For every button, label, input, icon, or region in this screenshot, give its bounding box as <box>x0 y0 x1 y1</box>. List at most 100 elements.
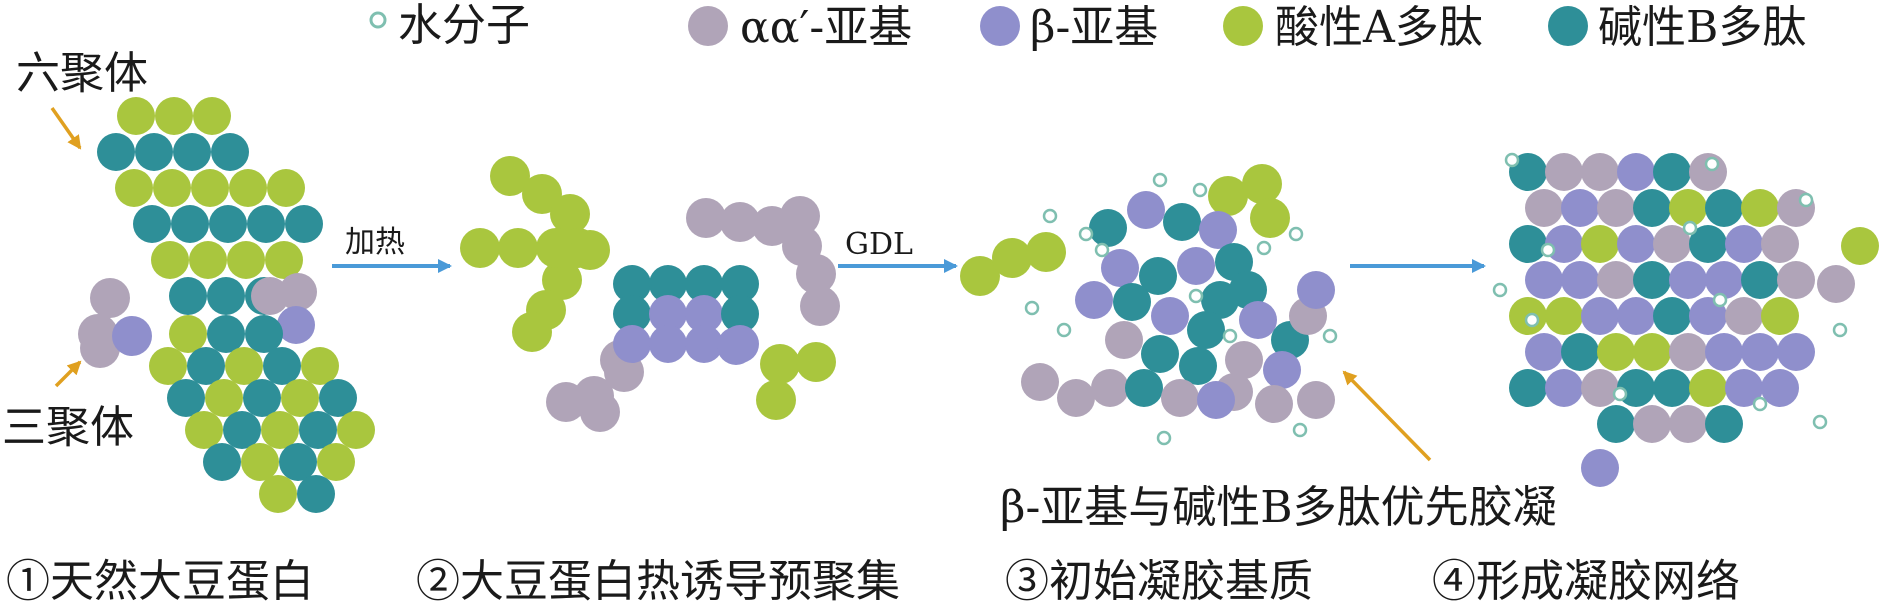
beta-subunit-particle <box>1777 333 1815 371</box>
acidic-polypeptide-particle <box>265 241 303 279</box>
water-molecule <box>1094 242 1110 258</box>
legend-beta-swatch <box>980 6 1020 46</box>
beta-subunit-particle <box>1581 297 1619 335</box>
basic-polypeptide-particle <box>1653 297 1691 335</box>
beta-subunit-particle <box>685 325 723 363</box>
basic-polypeptide-particle <box>97 133 135 171</box>
alpha-subunit-particle <box>780 196 820 236</box>
alpha-subunit-particle <box>90 278 130 318</box>
alpha-subunit-particle <box>1161 379 1199 417</box>
basic-polypeptide-particle <box>1689 225 1727 263</box>
acidic-polypeptide-particle <box>317 443 355 481</box>
basic-polypeptide-particle <box>649 265 687 303</box>
stage-4-caption: ④形成凝胶网络 <box>1432 556 1740 607</box>
beta-subunit-particle <box>1199 211 1237 249</box>
beta-subunit-particle <box>1545 225 1583 263</box>
trimer-label: 三聚体 <box>2 402 134 453</box>
heat-label: 加热 <box>345 225 405 260</box>
beta-subunit-particle <box>649 325 687 363</box>
alpha-subunit-particle <box>1255 385 1293 423</box>
water-molecule <box>1292 422 1308 438</box>
basic-polypeptide-particle <box>1113 283 1151 321</box>
water-molecule <box>1704 156 1720 172</box>
annotation-label: β-亚基与碱性B多肽优先胶凝 <box>1000 482 1557 533</box>
water-molecule <box>1524 312 1540 328</box>
basic-polypeptide-particle <box>187 347 225 385</box>
acidic-polypeptide-particle <box>149 347 187 385</box>
alpha-subunit-particle <box>1581 369 1619 407</box>
basic-polypeptide-particle <box>1089 209 1127 247</box>
basic-polypeptide-particle <box>1509 225 1547 263</box>
acidic-polypeptide-particle <box>522 174 562 214</box>
acidic-polypeptide-particle <box>227 241 265 279</box>
beta-subunit-particle <box>1617 297 1655 335</box>
acidic-polypeptide-particle <box>1208 176 1248 216</box>
basic-polypeptide-particle <box>209 205 247 243</box>
water-molecule <box>1288 226 1304 242</box>
alpha-subunit-particle <box>1597 189 1635 227</box>
basic-polypeptide-particle <box>1509 369 1547 407</box>
basic-polypeptide-particle <box>263 347 301 385</box>
beta-subunit-particle <box>1127 191 1165 229</box>
water-molecule <box>1752 396 1768 412</box>
alpha-subunit-particle <box>1653 225 1691 263</box>
acidic-polypeptide-particle <box>301 347 339 385</box>
hexamer-pointer-arrow <box>50 106 82 150</box>
acidic-polypeptide-particle <box>281 379 319 417</box>
alpha-subunit-particle <box>1633 405 1671 443</box>
legend-beta-label: β-亚基 <box>1030 2 1158 53</box>
alpha-subunit-particle <box>1597 261 1635 299</box>
beta-subunit-particle <box>1669 261 1707 299</box>
beta-subunit-particle <box>1101 249 1139 287</box>
alpha-subunit-particle <box>546 382 586 422</box>
legend-acidic-swatch <box>1223 6 1263 46</box>
stage-2-caption: ②大豆蛋白热诱导预聚集 <box>416 556 900 607</box>
legend-basic-swatch <box>1548 6 1588 46</box>
acidic-polypeptide-particle <box>205 379 243 417</box>
beta-subunit-particle <box>1725 369 1763 407</box>
basic-polypeptide-particle <box>135 133 173 171</box>
water-molecule <box>1612 386 1628 402</box>
alpha-subunit-particle <box>1581 153 1619 191</box>
acidic-polypeptide-particle <box>1841 227 1879 265</box>
alpha-subunit-particle <box>686 198 726 238</box>
acidic-polypeptide-particle <box>570 230 610 270</box>
alpha-subunit-particle <box>1777 261 1815 299</box>
acidic-polypeptide-particle <box>796 342 836 382</box>
acidic-polypeptide-particle <box>512 312 552 352</box>
alpha-subunit-particle <box>800 286 840 326</box>
alpha-subunit-particle <box>279 273 317 311</box>
acidic-polypeptide-particle <box>337 411 375 449</box>
acidic-polypeptide-particle <box>760 344 800 384</box>
beta-subunit-particle <box>1705 261 1743 299</box>
alpha-subunit-particle <box>1057 379 1095 417</box>
acidic-polypeptide-particle <box>460 228 500 268</box>
basic-polypeptide-particle <box>1201 281 1239 319</box>
basic-polypeptide-particle <box>613 265 651 303</box>
beta-subunit-particle <box>277 306 315 344</box>
alpha-subunit-particle <box>80 328 120 368</box>
beta-subunit-particle <box>1581 449 1619 487</box>
acidic-polypeptide-particle <box>241 443 279 481</box>
beta-subunit-particle <box>1725 225 1763 263</box>
water-molecule <box>1256 240 1272 256</box>
beta-subunit-particle <box>1525 333 1563 371</box>
basic-polypeptide-particle <box>211 133 249 171</box>
alpha-subunit-particle <box>1021 363 1059 401</box>
beta-subunit-particle <box>1239 301 1277 339</box>
alpha-subunit-particle <box>1725 297 1763 335</box>
basic-polypeptide-particle <box>1653 153 1691 191</box>
alpha-subunit-particle <box>1225 341 1263 379</box>
stage-1-caption: ①天然大豆蛋白 <box>6 556 314 607</box>
beta-subunit-particle <box>613 325 651 363</box>
alpha-subunit-particle <box>1297 381 1335 419</box>
alpha-subunit-particle <box>1669 405 1707 443</box>
legend-water-label: 水分子 <box>398 0 530 51</box>
beta-subunit-particle <box>1617 225 1655 263</box>
basic-polypeptide-particle <box>721 265 759 303</box>
legend-alpha-swatch <box>688 6 728 46</box>
water-molecule <box>1712 292 1728 308</box>
alpha-subunit-particle <box>1091 369 1129 407</box>
acidic-polypeptide-particle <box>536 228 576 268</box>
acidic-polypeptide-particle <box>1689 369 1727 407</box>
